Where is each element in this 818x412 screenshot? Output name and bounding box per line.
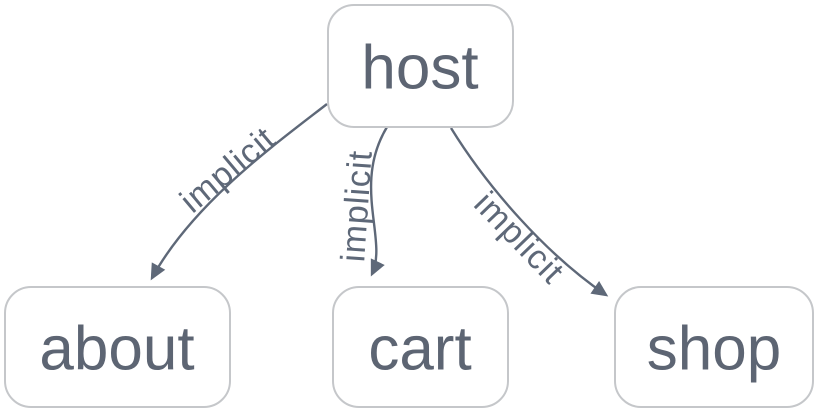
edge-label-group: implicit implicit implicit — [173, 119, 572, 291]
edge-label-host-about: implicit — [173, 119, 283, 220]
node-shop-label: shop — [647, 315, 781, 384]
node-cart-label: cart — [368, 315, 471, 384]
edge-host-shop — [449, 127, 609, 297]
edge-label-host-shop: implicit — [466, 185, 571, 292]
node-host: host — [327, 4, 514, 128]
node-host-box — [327, 4, 514, 128]
node-about-box — [4, 286, 231, 408]
edge-group — [150, 103, 609, 297]
edge-label-host-cart: implicit — [334, 149, 380, 263]
node-about-label: about — [39, 315, 194, 384]
node-cart: cart — [332, 286, 509, 408]
edge-host-about — [150, 103, 328, 281]
node-shop: shop — [614, 286, 814, 408]
node-shop-box — [614, 286, 814, 408]
node-cart-box — [332, 286, 509, 408]
node-host-label: host — [361, 34, 478, 103]
edge-host-cart — [369, 126, 389, 277]
node-about: about — [4, 286, 231, 408]
